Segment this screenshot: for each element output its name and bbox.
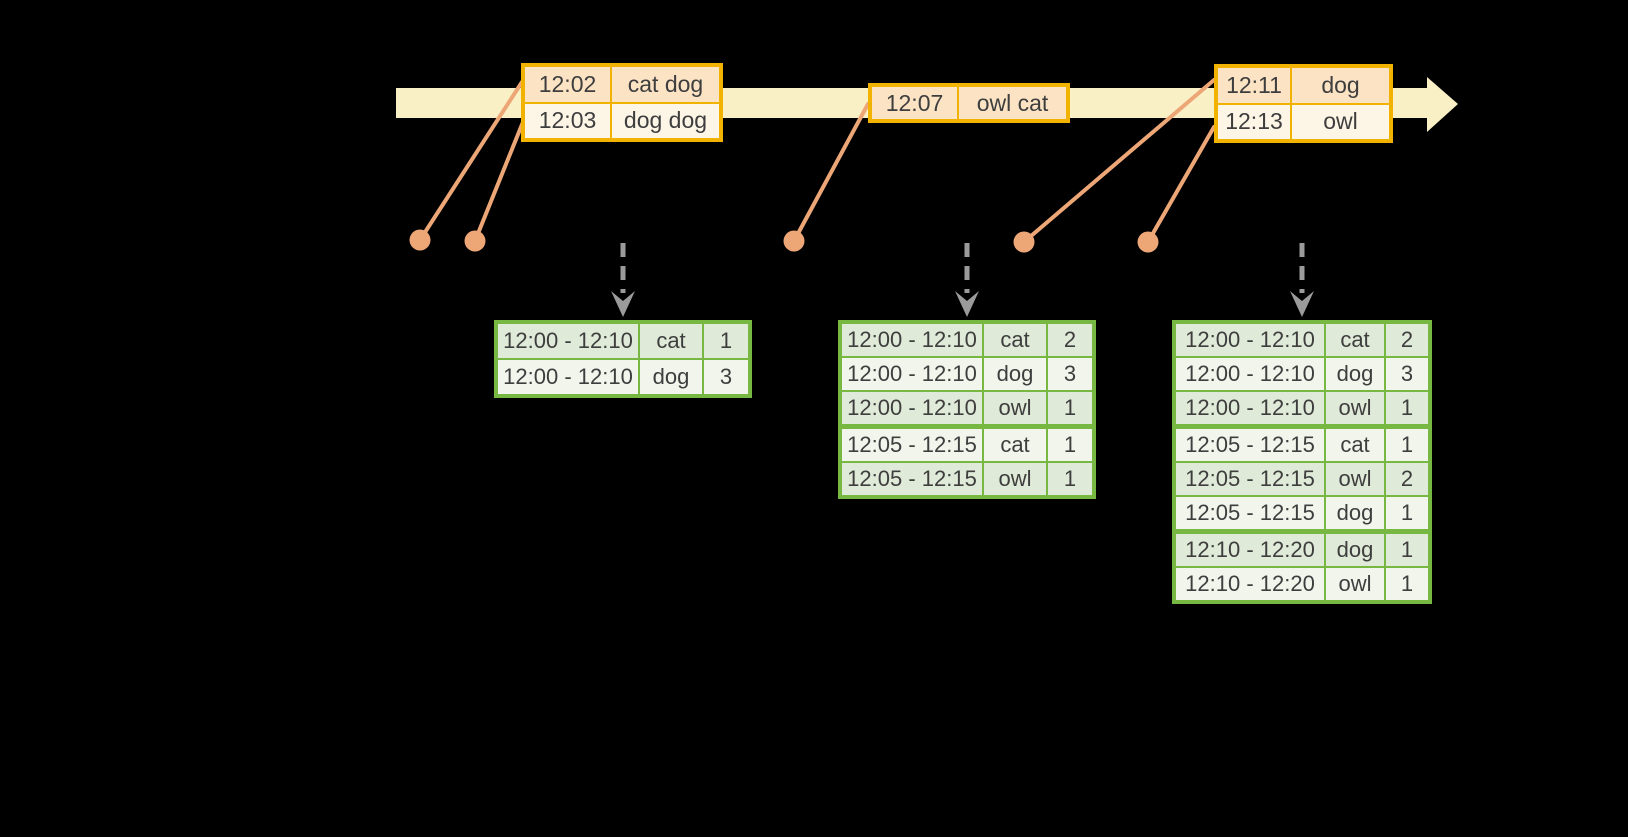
window-group: 12:00 - 12:10 cat 1 12:00 - 12:10 dog 3 — [498, 324, 748, 394]
word-cell: cat — [640, 324, 702, 358]
window-cell: 12:05 - 12:15 — [1176, 463, 1324, 495]
connector-line — [792, 102, 870, 243]
count-cell: 3 — [1386, 358, 1428, 390]
window-group: 12:00 - 12:10 cat 2 12:00 - 12:10 dog 3 … — [1176, 324, 1428, 424]
window-cell: 12:05 - 12:15 — [842, 463, 982, 495]
window-cell: 12:00 - 12:10 — [1176, 358, 1324, 390]
result-table-2: 12:00 - 12:10 cat 2 12:00 - 12:10 dog 3 … — [838, 320, 1096, 499]
connector-line — [418, 80, 524, 242]
connector-line — [1146, 125, 1216, 244]
word-cell: owl — [1326, 463, 1384, 495]
word-cell: dog — [1326, 534, 1384, 566]
window-cell: 12:10 - 12:20 — [1176, 568, 1324, 600]
arrow-head-icon — [955, 291, 979, 317]
count-cell: 2 — [1386, 324, 1428, 356]
count-cell: 1 — [1048, 429, 1092, 461]
event-words-cell: dog dog — [612, 103, 719, 138]
event-time-cell: 12:02 — [525, 67, 610, 102]
word-cell: dog — [1326, 497, 1384, 529]
event-words-cell: owl cat — [959, 87, 1066, 119]
count-cell: 3 — [1048, 358, 1092, 390]
count-cell: 3 — [704, 360, 748, 394]
connector-line — [1022, 78, 1216, 244]
word-cell: owl — [1326, 568, 1384, 600]
window-group: 12:05 - 12:15 cat 1 12:05 - 12:15 owl 1 — [842, 429, 1092, 495]
arrow-head-icon — [1290, 291, 1314, 317]
connector-line — [473, 120, 525, 243]
window-cell: 12:00 - 12:10 — [842, 324, 982, 356]
event-table-3: 12:11 dog 12:13 owl — [1214, 64, 1393, 143]
window-cell: 12:00 - 12:10 — [1176, 324, 1324, 356]
window-cell: 12:00 - 12:10 — [498, 324, 638, 358]
event-dots — [409, 229, 1159, 253]
arrow-head-icon — [611, 291, 635, 317]
window-cell: 12:00 - 12:10 — [842, 392, 982, 424]
window-cell: 12:10 - 12:20 — [1176, 534, 1324, 566]
event-dot — [464, 230, 486, 252]
event-words-cell: owl — [1292, 104, 1389, 139]
trigger-arrowheads — [611, 291, 1314, 317]
event-dot — [783, 230, 805, 252]
event-time-cell: 12:11 — [1218, 68, 1290, 103]
window-cell: 12:00 - 12:10 — [1176, 392, 1324, 424]
word-cell: cat — [984, 324, 1046, 356]
word-cell: cat — [1326, 429, 1384, 461]
event-time-cell: 12:03 — [525, 103, 610, 138]
count-cell: 1 — [1386, 534, 1428, 566]
event-dot — [1137, 231, 1159, 253]
event-table-2: 12:07 owl cat — [868, 83, 1070, 123]
count-cell: 1 — [1048, 463, 1092, 495]
window-cell: 12:00 - 12:10 — [498, 360, 638, 394]
word-cell: dog — [984, 358, 1046, 390]
window-group: 12:00 - 12:10 cat 2 12:00 - 12:10 dog 3 … — [842, 324, 1092, 424]
word-cell: cat — [984, 429, 1046, 461]
window-cell: 12:05 - 12:15 — [1176, 497, 1324, 529]
timeline-arrowhead-icon — [1427, 77, 1458, 132]
count-cell: 1 — [704, 324, 748, 358]
count-cell: 1 — [1386, 429, 1428, 461]
count-cell: 1 — [1386, 497, 1428, 529]
count-cell: 1 — [1048, 392, 1092, 424]
event-words-cell: dog — [1292, 68, 1389, 103]
event-dot — [409, 229, 431, 251]
event-words-cell: cat dog — [612, 67, 719, 102]
event-time-cell: 12:13 — [1218, 104, 1290, 139]
window-cell: 12:05 - 12:15 — [1176, 429, 1324, 461]
result-table-3: 12:00 - 12:10 cat 2 12:00 - 12:10 dog 3 … — [1172, 320, 1432, 604]
window-group: 12:10 - 12:20 dog 1 12:10 - 12:20 owl 1 — [1176, 534, 1428, 600]
word-cell: owl — [984, 392, 1046, 424]
count-cell: 2 — [1386, 463, 1428, 495]
word-cell: dog — [640, 360, 702, 394]
window-cell: 12:00 - 12:10 — [842, 358, 982, 390]
trigger-arrows — [620, 243, 1305, 293]
word-cell: cat — [1326, 324, 1384, 356]
connector-lines — [418, 78, 1216, 244]
word-cell: owl — [1326, 392, 1384, 424]
window-group: 12:05 - 12:15 cat 1 12:05 - 12:15 owl 2 … — [1176, 429, 1428, 529]
count-cell: 2 — [1048, 324, 1092, 356]
event-time-cell: 12:07 — [872, 87, 957, 119]
event-table-1: 12:02 cat dog 12:03 dog dog — [521, 63, 723, 142]
event-dot — [1013, 231, 1035, 253]
window-cell: 12:05 - 12:15 — [842, 429, 982, 461]
word-cell: owl — [984, 463, 1046, 495]
word-cell: dog — [1326, 358, 1384, 390]
count-cell: 1 — [1386, 568, 1428, 600]
count-cell: 1 — [1386, 392, 1428, 424]
result-table-1: 12:00 - 12:10 cat 1 12:00 - 12:10 dog 3 — [494, 320, 752, 398]
